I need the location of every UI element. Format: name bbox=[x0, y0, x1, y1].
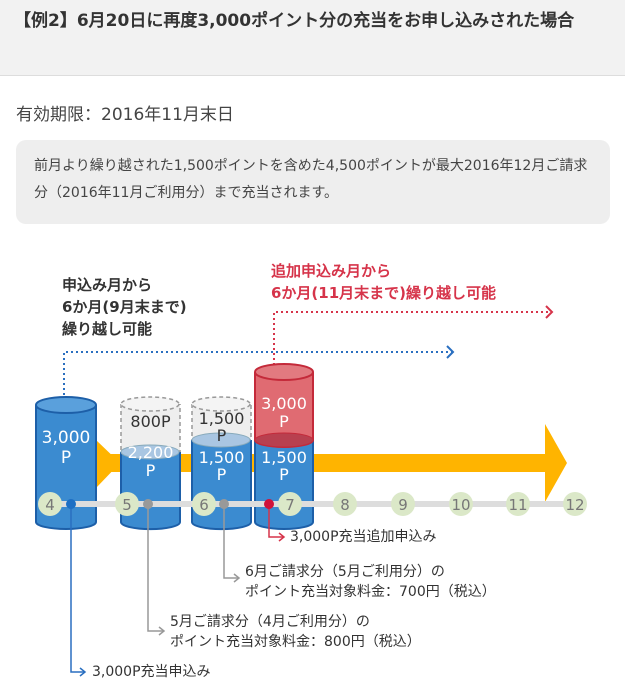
value: 1,500 bbox=[198, 409, 245, 428]
blue-chevron-icon bbox=[446, 345, 455, 359]
red-chevron-icon bbox=[545, 305, 554, 319]
unit: P bbox=[279, 412, 289, 431]
yellow-arrow bbox=[96, 424, 567, 502]
line: 6月ご請求分（5月ご利用分）の bbox=[245, 564, 445, 580]
month-circle bbox=[115, 492, 139, 516]
blue-event-dot bbox=[66, 499, 76, 509]
month-label: 12 bbox=[565, 496, 584, 514]
note-box: 前月より繰り越された1,500ポイントを含めた4,500ポイントが最大2016年… bbox=[16, 140, 610, 224]
may-event-dot bbox=[143, 499, 153, 509]
value: 3,000 bbox=[41, 428, 91, 448]
value: 1,500 bbox=[198, 448, 245, 467]
carry-label-red: 追加申込み月から 6か月(11月末まで)繰り越し可能 bbox=[271, 260, 496, 304]
event-june-label: 6月ご請求分（5月ご利用分）のポイント充当対象料金：700円（税込） bbox=[245, 562, 496, 602]
carry-line: 繰り越し可能 bbox=[62, 320, 153, 338]
unit: P bbox=[60, 448, 72, 468]
month-label: 6 bbox=[199, 496, 209, 514]
month-label: 10 bbox=[451, 496, 470, 514]
line: ポイント充当対象料金：800円（税込） bbox=[170, 634, 421, 650]
carry-line: 追加申込み月から bbox=[271, 262, 392, 280]
month-circle bbox=[449, 492, 473, 516]
carry-line: 6か月(9月末まで) bbox=[62, 298, 187, 316]
carry-line: 6か月(11月末まで)繰り越し可能 bbox=[271, 284, 497, 302]
unit: P bbox=[216, 426, 227, 445]
event-red-label: 3,000P充当追加申込み bbox=[290, 529, 437, 545]
month-label: 5 bbox=[122, 496, 132, 514]
month-label: 11 bbox=[508, 496, 527, 514]
expiry-date: 有効期限：2016年11月末日 bbox=[16, 105, 234, 125]
month-circle bbox=[38, 492, 62, 516]
month-label: 4 bbox=[45, 496, 55, 514]
unit: P bbox=[279, 465, 289, 484]
line: 5月ご請求分（4月ご利用分）の bbox=[170, 614, 370, 630]
month-circle bbox=[506, 492, 530, 516]
month-circle bbox=[192, 492, 216, 516]
month-label: 9 bbox=[398, 496, 408, 514]
red-carry-line bbox=[273, 311, 550, 365]
month-label: 8 bbox=[340, 496, 350, 514]
cylinder-2 bbox=[120, 396, 181, 531]
carry-label-black: 申込み月から 6か月(9月末まで) 繰り越し可能 bbox=[62, 274, 187, 340]
unit: P bbox=[216, 465, 227, 484]
june-event-dot bbox=[219, 499, 229, 509]
page-title: 【例2】6月20日に再度3,000ポイント分の充当をお申し込みされた場合 bbox=[0, 0, 625, 76]
month-circle bbox=[391, 492, 415, 516]
value: 1,500 bbox=[261, 448, 307, 467]
event-blue-label: 3,000P充当申込み bbox=[92, 664, 211, 680]
month-circle bbox=[278, 492, 302, 516]
carry-line: 申込み月から bbox=[62, 276, 153, 294]
value: 3,000 bbox=[261, 394, 307, 413]
value: 2,200 bbox=[127, 443, 174, 462]
points-diagram: 4 5 6 7 8 9 10 11 12 bbox=[35, 305, 587, 677]
red-event-dot bbox=[264, 499, 274, 509]
event-may-label: 5月ご請求分（4月ご利用分）のポイント充当対象料金：800円（税込） bbox=[170, 612, 421, 652]
month-circle bbox=[333, 492, 357, 516]
unit: P bbox=[145, 461, 156, 480]
month-circle bbox=[563, 492, 587, 516]
month-markers: 4 5 6 7 8 9 10 11 12 bbox=[38, 492, 587, 516]
cylinder-2-used: 800P bbox=[130, 412, 171, 431]
month-label: 7 bbox=[285, 496, 295, 514]
line: ポイント充当対象料金：700円（税込） bbox=[245, 584, 496, 600]
blue-carry-line bbox=[63, 351, 452, 395]
